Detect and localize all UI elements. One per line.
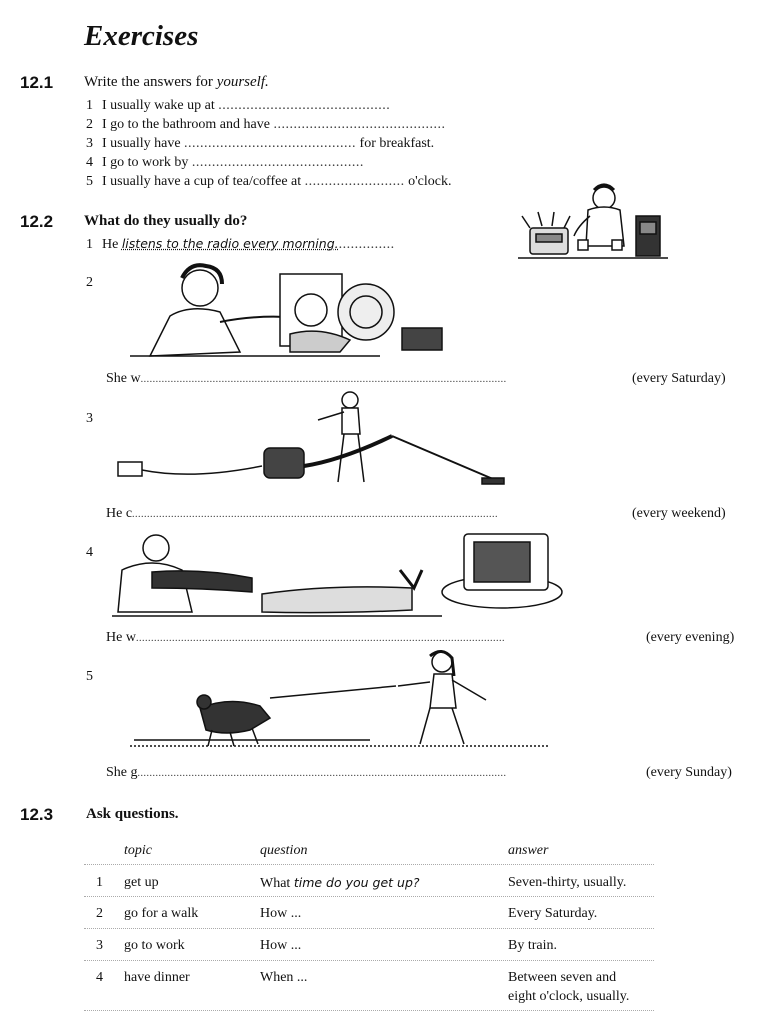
item-prefix: He c [106, 506, 133, 521]
table-divider [84, 928, 654, 929]
row-topic: go to work [124, 938, 185, 953]
item-prefix: She w [106, 371, 141, 386]
answer-blank[interactable]: ........................................… [218, 98, 391, 113]
answer-blank[interactable]: ........................................… [132, 509, 499, 520]
item-text-after: for breakfast. [356, 136, 435, 151]
row-question[interactable]: How ... [260, 938, 302, 953]
ex2-item-number: 4 [86, 545, 93, 560]
item-text-after: o'clock. [404, 174, 452, 189]
ex2-answer-line: He w....................................… [106, 630, 505, 646]
item-text: He [102, 237, 122, 252]
answer-blank[interactable]: .............. [338, 237, 395, 252]
ex2-item-number: 3 [86, 411, 93, 426]
item-number: 1 [86, 98, 93, 113]
row-answer-continued: eight o'clock, usually. [508, 989, 630, 1004]
row-number: 4 [96, 970, 103, 985]
ex2-hint: (every Saturday) [632, 371, 726, 386]
ex2-hint: (every Sunday) [646, 765, 732, 780]
row-number: 1 [96, 875, 103, 890]
ex1-item: 5 I usually have a cup of tea/coffee at .… [86, 174, 452, 190]
woman-washing-illustration [130, 263, 443, 357]
item-prefix: She g [106, 765, 138, 780]
answer-blank[interactable]: ........................................… [135, 633, 505, 644]
item-prefix: He w [106, 630, 136, 645]
row-topic: have dinner [124, 970, 190, 985]
man-vacuuming-illustration [117, 391, 505, 485]
answer-blank[interactable]: ........................................… [184, 136, 357, 151]
handwritten-question: time do you get up? [293, 875, 420, 890]
row-answer: Between seven and [508, 970, 617, 985]
item-text: I usually wake up at [102, 98, 219, 113]
answer-blank[interactable]: ........................................… [273, 117, 446, 132]
answer-blank[interactable]: ........................................… [191, 155, 364, 170]
row-question[interactable]: When ... [260, 970, 308, 985]
ex1-item: 4 I go to work by .......................… [86, 155, 364, 171]
row-topic: get up [124, 875, 159, 890]
item-text: I go to work by [102, 155, 192, 170]
exercise-12-3-number: 12.3 [20, 805, 54, 824]
instruction-text: Write the answers for [84, 74, 217, 90]
item-number: 5 [86, 174, 93, 189]
ex2-hint: (every evening) [646, 630, 735, 645]
row-answer: Every Saturday. [508, 906, 598, 921]
table-divider [84, 896, 654, 897]
ex2-answer-line: She g...................................… [106, 765, 507, 781]
answer-blank[interactable]: ........................................… [140, 374, 507, 385]
ex2-answer-line: He c....................................… [106, 506, 498, 522]
row-number: 2 [96, 906, 103, 921]
handwritten-answer: listens to the radio every morning. [121, 236, 339, 251]
ex2-example: 1 He listens to the radio every morning..… [86, 236, 395, 253]
header-answer: answer [508, 843, 549, 858]
item-text: I go to the bathroom and have [102, 117, 274, 132]
row-answer: Seven-thirty, usually. [508, 875, 627, 890]
item-number: 1 [86, 237, 93, 252]
row-number: 3 [96, 938, 103, 953]
table-divider [84, 960, 654, 961]
ex2-item-number: 2 [86, 275, 93, 290]
header-question: question [260, 843, 308, 858]
woman-walking-dog-illustration [130, 650, 550, 747]
row-question[interactable]: How ... [260, 906, 302, 921]
table-divider [84, 864, 654, 865]
ex1-item: 3 I usually have ........................… [86, 136, 434, 152]
row-answer: By train. [508, 938, 557, 953]
row-topic: go for a walk [124, 906, 199, 921]
header-topic: topic [124, 843, 152, 858]
ex2-item-number: 5 [86, 669, 93, 684]
item-number: 2 [86, 117, 93, 132]
ex1-item: 2 I go to the bathroom and have .........… [86, 117, 445, 133]
instruction-emphasis: yourself. [216, 74, 269, 90]
exercise-12-2-instruction: What do they usually do? [84, 213, 248, 229]
ex2-hint: (every weekend) [632, 506, 726, 521]
question-print: What [260, 876, 294, 891]
page-title: Exercises [84, 20, 199, 52]
answer-blank[interactable]: ........................................… [137, 768, 507, 779]
exercise-12-1-number: 12.1 [20, 73, 54, 92]
exercise-12-2-number: 12.2 [20, 212, 54, 231]
man-watching-tv-illustration [112, 533, 563, 617]
item-number: 3 [86, 136, 93, 151]
ex2-answer-line: She w...................................… [106, 371, 507, 387]
item-text: I usually have a cup of tea/coffee at [102, 174, 305, 189]
table-divider [84, 1010, 654, 1011]
row-question[interactable]: What time do you get up? [260, 875, 420, 892]
man-with-radio-illustration [518, 183, 668, 259]
exercise-12-1-instruction: Write the answers for yourself. [84, 74, 269, 91]
item-text: I usually have [102, 136, 185, 151]
exercise-12-3-instruction: Ask questions. [86, 806, 179, 822]
answer-blank[interactable]: ......................... [304, 174, 405, 189]
item-number: 4 [86, 155, 93, 170]
ex1-item: 1 I usually wake up at ..................… [86, 98, 390, 114]
